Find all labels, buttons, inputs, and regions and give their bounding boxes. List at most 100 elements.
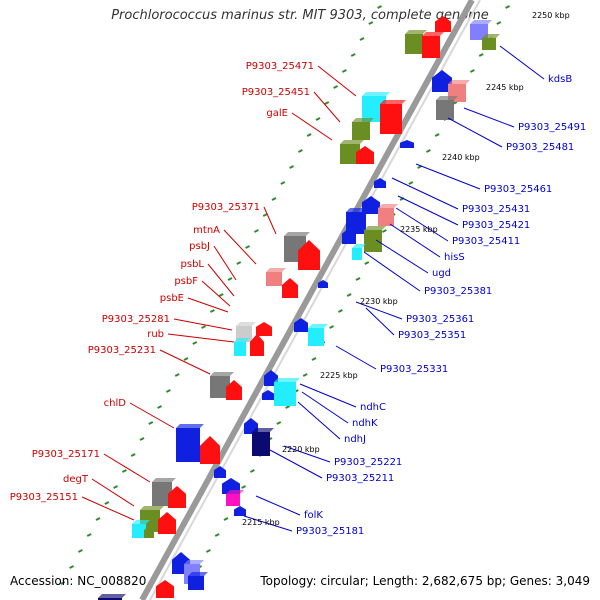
- gene-feature-38: [200, 436, 220, 464]
- reverse-label-p9303_25361: P9303_25361: [406, 314, 474, 325]
- forward-label-p9303_25171: P9303_25171: [32, 449, 100, 460]
- gene-feature-1: [422, 36, 440, 58]
- forward-label-rub: rub: [147, 329, 164, 340]
- tick-right: [276, 421, 282, 425]
- gene-feature-36: [262, 390, 274, 400]
- gene-feature-11: [352, 122, 370, 140]
- reverse-label-hiss-leader: [389, 223, 441, 258]
- gene-feature-0: [405, 34, 423, 54]
- gene-feature-top-41: [152, 478, 176, 482]
- gene-labels: P9303_25471P9303_25451galEP9303_25371mtn…: [10, 61, 587, 537]
- label-leaders: [81, 45, 545, 532]
- genome-summary-text: Topology: circular; Length: 2,682,675 bp…: [260, 574, 590, 588]
- tick-left: [359, 37, 365, 41]
- reverse-label-p9303_25421: P9303_25421: [462, 220, 530, 231]
- gene-feature-33: [226, 380, 242, 400]
- tick-left: [227, 277, 233, 281]
- reverse-label-p9303_25481: P9303_25481: [506, 142, 574, 153]
- reverse-label-ndhc-leader: [299, 383, 357, 408]
- gene-feature-top-35: [274, 378, 300, 382]
- forward-label-p9303_25151-leader: [81, 496, 135, 521]
- reverse-label-p9303_25331-leader: [335, 345, 377, 370]
- tick-left: [86, 533, 92, 537]
- gene-feature-7: [436, 100, 454, 120]
- gene-feature-40: [252, 432, 270, 456]
- scale-label-1: 2245 kbp: [486, 83, 524, 92]
- tick-left: [95, 517, 101, 521]
- reverse-label-p9303_25181-leader: [243, 515, 293, 532]
- forward-label-chld: chlD: [104, 398, 127, 409]
- gene-feature-24: [282, 278, 298, 298]
- tick-left: [253, 229, 259, 233]
- tick-left: [218, 293, 224, 297]
- scale-label-3: 2235 kbp: [400, 225, 438, 234]
- tick-left: [69, 565, 75, 569]
- tick-left: [315, 117, 321, 121]
- scale-label-0: 2250 kbp: [532, 11, 570, 20]
- gene-feature-41: [152, 482, 172, 506]
- forward-label-p9303_25451-leader: [313, 91, 341, 123]
- gene-feature-top-49: [144, 526, 158, 530]
- reverse-label-p9303_25181: P9303_25181: [296, 526, 364, 537]
- reverse-label-p9303_25411: P9303_25411: [452, 236, 520, 247]
- tick-right: [408, 181, 414, 185]
- forward-label-gale-leader: [291, 112, 333, 141]
- scale-label-6: 2220 kbp: [282, 445, 320, 454]
- tick-left: [201, 325, 207, 329]
- scale-label-4: 2230 kbp: [360, 297, 398, 306]
- forward-label-p9303_25471-leader: [317, 65, 357, 97]
- forward-label-degt-leader: [91, 478, 135, 507]
- gene-feature-top-53: [188, 572, 208, 576]
- reverse-label-p9303_25221-leader: [283, 445, 331, 463]
- gene-feature-top-40: [252, 428, 274, 432]
- gene-feature-19: [352, 248, 362, 260]
- gene-feature-26: [294, 318, 308, 332]
- gene-feature-top-7: [436, 96, 458, 100]
- gene-feature-27: [308, 328, 324, 346]
- reverse-label-p9303_25381: P9303_25381: [424, 286, 492, 297]
- tick-right: [469, 69, 475, 73]
- tick-right: [505, 5, 511, 9]
- gene-feature-13: [356, 146, 374, 164]
- tick-left: [121, 469, 127, 473]
- tick-right: [214, 533, 220, 537]
- gene-feature-8: [400, 140, 414, 148]
- tick-right: [311, 357, 317, 361]
- tick-right: [329, 325, 335, 329]
- tick-right: [496, 21, 502, 25]
- tick-left: [104, 501, 110, 505]
- gene-feature-10: [380, 104, 402, 134]
- gene-feature-14: [374, 178, 386, 188]
- forward-label-p9303_25231-leader: [159, 349, 211, 375]
- tick-right: [285, 405, 291, 409]
- tick-left: [262, 213, 268, 217]
- tick-left: [297, 149, 303, 153]
- gene-feature-3: [470, 24, 488, 40]
- forward-label-p9303_25171-leader: [103, 453, 151, 483]
- reverse-label-p9303_25211-leader: [269, 449, 323, 479]
- backbone-line: [139, 0, 475, 600]
- tick-left: [324, 101, 330, 105]
- tick-right: [302, 373, 308, 377]
- reverse-label-p9303_25351: P9303_25351: [398, 330, 466, 341]
- forward-label-gale: galE: [266, 108, 288, 119]
- gene-feature-30: [250, 334, 264, 356]
- tick-right: [346, 293, 352, 297]
- gene-feature-top-46: [140, 506, 164, 510]
- reverse-label-p9303_25211: P9303_25211: [326, 473, 394, 484]
- reverse-label-p9303_25491: P9303_25491: [518, 122, 586, 133]
- gene-feature-top-27: [308, 324, 328, 328]
- reverse-label-p9303_25361-leader: [355, 301, 403, 320]
- gene-feature-top-4: [482, 34, 500, 38]
- reverse-label-ndhc: ndhC: [360, 402, 386, 413]
- tick-right: [249, 469, 255, 473]
- reverse-label-folk-leader: [255, 495, 301, 516]
- tick-right: [478, 53, 484, 57]
- reverse-label-p9303_25381-leader: [363, 251, 421, 292]
- forward-label-psbf: psbF: [174, 276, 198, 287]
- gene-feature-top-0: [405, 30, 427, 34]
- gene-feature-45: [226, 494, 240, 506]
- forward-label-psbe-leader: [187, 297, 229, 313]
- forward-label-psbl-leader: [207, 263, 235, 297]
